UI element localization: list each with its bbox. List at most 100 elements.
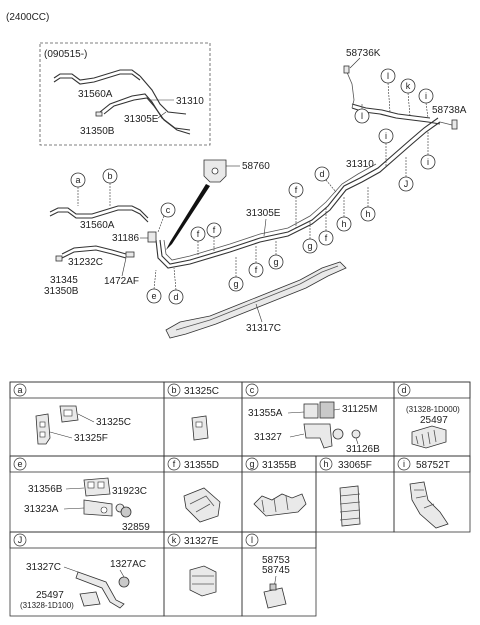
protector-rib: [175, 265, 339, 331]
svg-text:25497: 25497: [36, 590, 64, 601]
clip-31186: [147, 231, 157, 243]
callout-f5: f: [318, 208, 334, 246]
svg-text:f: f: [325, 233, 328, 243]
svg-text:l: l: [387, 71, 389, 81]
parts-table: a b 31325C c d e f 31355D g 31355B h 330…: [9, 381, 471, 617]
svg-text:31325C: 31325C: [96, 417, 131, 428]
svg-text:g: g: [307, 241, 312, 251]
main-tube-inner: [163, 163, 377, 261]
inset-label-31310: 31310: [176, 96, 204, 107]
svg-text:d: d: [319, 169, 324, 179]
svg-text:c: c: [166, 205, 171, 215]
callout-h2: h: [360, 186, 376, 222]
svg-text:e: e: [17, 459, 22, 469]
svg-text:h: h: [365, 209, 370, 219]
svg-text:b: b: [171, 385, 176, 395]
callout-j: J: [398, 156, 414, 192]
protector-31317C: [165, 261, 347, 339]
inset-label-31305E: 31305E: [124, 114, 159, 125]
callout-f1: f: [190, 226, 206, 256]
svg-text:31325C: 31325C: [184, 386, 219, 397]
callout-h1: h: [336, 196, 352, 232]
cell-e-parts: 31356B 31923C 31323A 32859: [24, 477, 150, 533]
callout-g1: g: [228, 256, 244, 292]
svg-text:58752T: 58752T: [416, 460, 450, 471]
cell-k-part: [189, 565, 217, 597]
callout-f4: f: [288, 182, 304, 228]
svg-text:h: h: [341, 219, 346, 229]
svg-text:e: e: [151, 291, 156, 301]
cell-a: [9, 381, 165, 457]
svg-text:f: f: [197, 229, 200, 239]
callout-g2: g: [268, 240, 284, 270]
label-31350B: 31350B: [44, 286, 79, 297]
svg-text:a: a: [17, 385, 22, 395]
inset-tube-upper: [53, 69, 141, 81]
svg-text:31323A: 31323A: [24, 504, 59, 515]
callout-l1: l: [380, 68, 396, 113]
svg-text:k: k: [406, 81, 411, 91]
svg-text:l: l: [361, 111, 363, 121]
svg-text:i: i: [403, 459, 405, 469]
hdr-a: a: [13, 383, 27, 397]
label-58736K: 58736K: [346, 48, 381, 59]
callout-a: a: [70, 172, 86, 206]
svg-text:f: f: [255, 265, 258, 275]
svg-text:f: f: [173, 459, 176, 469]
cell-c-parts: 31355A 31125M 31327 31126B: [248, 401, 380, 455]
svg-text:f: f: [213, 225, 216, 235]
svg-text:31327C: 31327C: [26, 562, 61, 573]
svg-text:g: g: [233, 279, 238, 289]
cell-j-parts: 31327C 1327AC 25497 (31328-1D100): [20, 559, 146, 610]
label-31345: 31345: [50, 275, 78, 286]
callout-e: e: [146, 269, 162, 304]
callout-f3: f: [248, 246, 264, 278]
hdr-h: h 33065F: [319, 457, 372, 471]
diagram-title: (2400CC): [6, 12, 49, 23]
hdr-e: e: [13, 457, 27, 471]
svg-text:h: h: [323, 459, 328, 469]
label-31317C: 31317C: [246, 323, 281, 334]
callout-f2: f: [206, 222, 222, 252]
svg-text:31126B: 31126B: [346, 444, 380, 455]
inset-box: (090515-) 31560A 31310 31305E 31350B: [39, 42, 211, 146]
hdr-f: f 31355D: [167, 457, 219, 471]
inset-label-31560A: 31560A: [78, 89, 113, 100]
svg-text:58745: 58745: [262, 565, 290, 576]
callout-i3: i: [418, 88, 434, 119]
inset-tube-lower-2: [103, 97, 191, 135]
svg-text:g: g: [249, 459, 254, 469]
sensor-58738A: [451, 119, 458, 130]
svg-text:25497: 25497: [420, 415, 448, 426]
svg-text:d: d: [401, 385, 406, 395]
hose-clip: [55, 255, 63, 262]
label-31560A: 31560A: [80, 220, 115, 231]
label-31232C: 31232C: [68, 257, 103, 268]
callout-l2: l: [354, 104, 370, 124]
main-tube-31310: [155, 121, 441, 269]
hose-31232C: [61, 245, 127, 255]
svg-text:31355A: 31355A: [248, 408, 283, 419]
hdr-d: d: [397, 383, 411, 397]
svg-text:33065F: 33065F: [338, 460, 372, 471]
hdr-i: i 58752T: [397, 457, 450, 471]
callout-c: c: [157, 202, 176, 233]
svg-text:f: f: [295, 185, 298, 195]
label-1472AF: 1472AF: [104, 276, 139, 287]
hdr-g: g 31355B: [245, 457, 297, 471]
svg-text:J: J: [18, 535, 23, 545]
svg-text:31327: 31327: [254, 432, 282, 443]
label-58760: 58760: [242, 161, 270, 172]
svg-text:J: J: [404, 179, 409, 189]
hose-end: [125, 251, 135, 258]
label-31305E: 31305E: [246, 208, 281, 219]
cell-h-part: [339, 485, 361, 527]
callout-d2: d: [314, 166, 337, 193]
svg-text:d: d: [173, 292, 178, 302]
hdr-j: J: [13, 533, 27, 547]
cell-a-parts: 31325C 31325F: [35, 405, 131, 445]
svg-text:(31328-1D000): (31328-1D000): [406, 405, 460, 414]
svg-text:(31328-1D100): (31328-1D100): [20, 601, 74, 610]
main-assembly: 58736K 58738A 58760 31310 31305E 31560A …: [44, 48, 467, 339]
